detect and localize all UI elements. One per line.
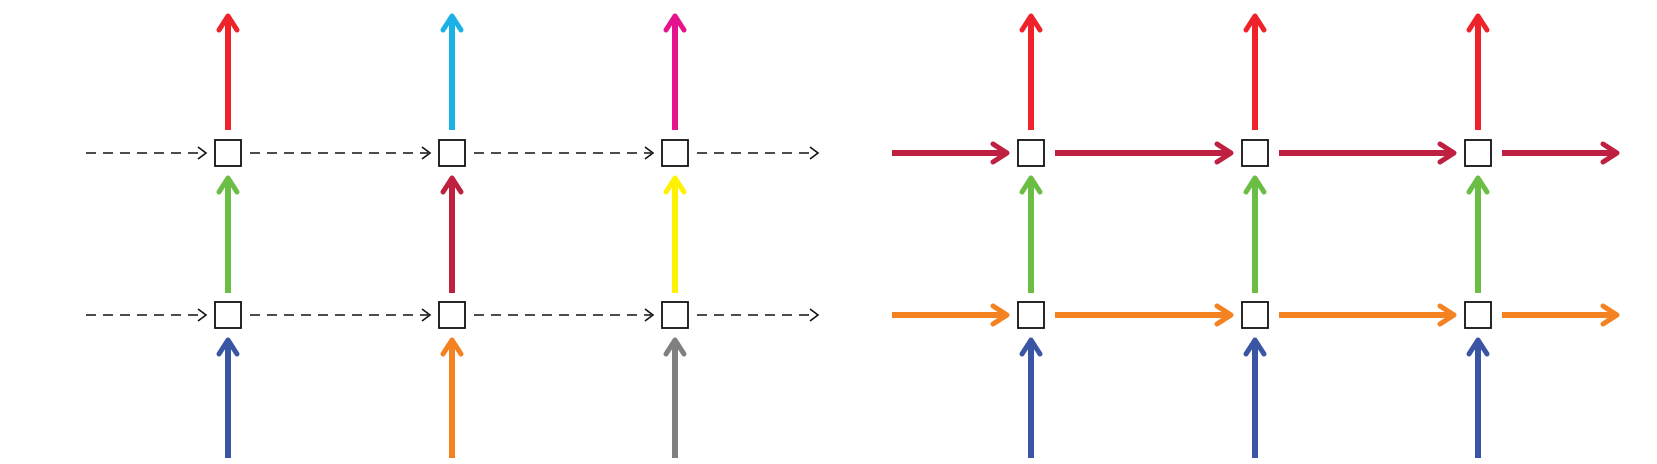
right-col3-output-arrow (1466, 13, 1490, 130)
left-col2-input-arrow (440, 337, 464, 458)
right-col2-output-arrow-head (1243, 13, 1267, 33)
left-row1-dashed-arrow-3-head (644, 146, 655, 160)
right-row1-flow-arrow-3-head (1437, 141, 1457, 165)
right-row2-flow-arrow-3-head (1437, 303, 1457, 327)
right-col2-middle-arrow (1243, 175, 1267, 293)
right-node-r1-c2 (1241, 139, 1269, 167)
right-row1-flow-arrow-3 (1279, 141, 1457, 165)
right-row2-flow-arrow-1-head (990, 303, 1010, 327)
left-col1-input-arrow (216, 337, 240, 458)
left-col1-output-arrow-head (216, 13, 240, 33)
right-col3-input-arrow-head (1466, 337, 1490, 357)
right-col2-middle-arrow-head (1243, 175, 1267, 195)
right-col3-middle-arrow-head (1466, 175, 1490, 195)
right-col2-input-arrow (1243, 337, 1267, 458)
right-row1-flow-arrow-1-head (990, 141, 1010, 165)
left-row2-dashed-arrow-4-head (809, 308, 820, 322)
left-node-r2-c2 (438, 301, 466, 329)
right-col1-input-arrow-head (1019, 337, 1043, 357)
left-col1-middle-arrow-head (216, 175, 240, 195)
left-row2-dashed-arrow-2-head (421, 308, 432, 322)
right-row1-flow-arrow-1 (892, 141, 1010, 165)
left-node-r1-c2 (438, 139, 466, 167)
right-node-r2-c3 (1464, 301, 1492, 329)
right-col3-input-arrow (1466, 337, 1490, 458)
left-row1-dashed-arrow-2-head (421, 146, 432, 160)
left-node-r1-c1 (214, 139, 242, 167)
left-col2-middle-arrow (440, 175, 464, 293)
left-node-r2-c1 (214, 301, 242, 329)
right-row2-flow-arrow-1 (892, 303, 1010, 327)
left-col3-input-arrow (663, 337, 687, 458)
right-col1-output-arrow-head (1019, 13, 1043, 33)
right-row2-flow-arrow-4-head (1600, 303, 1620, 327)
right-col3-middle-arrow (1466, 175, 1490, 293)
left-col3-output-arrow-head (663, 13, 687, 33)
right-row2-flow-arrow-2-head (1214, 303, 1234, 327)
left-row1-dashed-arrow-4 (697, 146, 820, 160)
right-row2-flow-arrow-2 (1055, 303, 1234, 327)
left-col2-output-arrow-head (440, 13, 464, 33)
right-row1-flow-arrow-2 (1055, 141, 1234, 165)
right-col2-input-arrow-head (1243, 337, 1267, 357)
right-node-r2-c1 (1017, 301, 1045, 329)
left-col2-output-arrow (440, 13, 464, 130)
left-col2-middle-arrow-head (440, 175, 464, 195)
right-col1-middle-arrow (1019, 175, 1043, 293)
right-node-r1-c1 (1017, 139, 1045, 167)
left-node-r1-c3 (661, 139, 689, 167)
right-col2-output-arrow (1243, 13, 1267, 130)
right-col1-input-arrow (1019, 337, 1043, 458)
left-row1-dashed-arrow-4-head (809, 146, 820, 160)
left-col3-middle-arrow (663, 175, 687, 293)
left-row2-dashed-arrow-4 (697, 308, 820, 322)
left-col3-output-arrow (663, 13, 687, 130)
left-row2-dashed-arrow-2 (250, 308, 432, 322)
right-col1-output-arrow (1019, 13, 1043, 130)
left-row1-dashed-arrow-1-head (197, 146, 208, 160)
left-row2-dashed-arrow-1-head (197, 308, 208, 322)
left-col2-input-arrow-head (440, 337, 464, 357)
left-row2-dashed-arrow-3 (474, 308, 655, 322)
left-row1-dashed-arrow-3 (474, 146, 655, 160)
right-node-r1-c3 (1464, 139, 1492, 167)
left-node-r2-c3 (661, 301, 689, 329)
right-row2-flow-arrow-3 (1279, 303, 1457, 327)
right-col1-middle-arrow-head (1019, 175, 1043, 195)
right-row1-flow-arrow-4-head (1600, 141, 1620, 165)
right-row1-flow-arrow-4 (1502, 141, 1620, 165)
left-col3-middle-arrow-head (663, 175, 687, 195)
left-col1-input-arrow-head (216, 337, 240, 357)
right-row1-flow-arrow-2-head (1214, 141, 1234, 165)
right-col3-output-arrow-head (1466, 13, 1490, 33)
left-row1-dashed-arrow-1 (86, 146, 208, 160)
left-col3-input-arrow-head (663, 337, 687, 357)
left-row2-dashed-arrow-3-head (644, 308, 655, 322)
right-row2-flow-arrow-4 (1502, 303, 1620, 327)
left-col1-middle-arrow (216, 175, 240, 293)
left-col1-output-arrow (216, 13, 240, 130)
right-node-r2-c2 (1241, 301, 1269, 329)
left-row1-dashed-arrow-2 (250, 146, 432, 160)
left-row2-dashed-arrow-1 (86, 308, 208, 322)
